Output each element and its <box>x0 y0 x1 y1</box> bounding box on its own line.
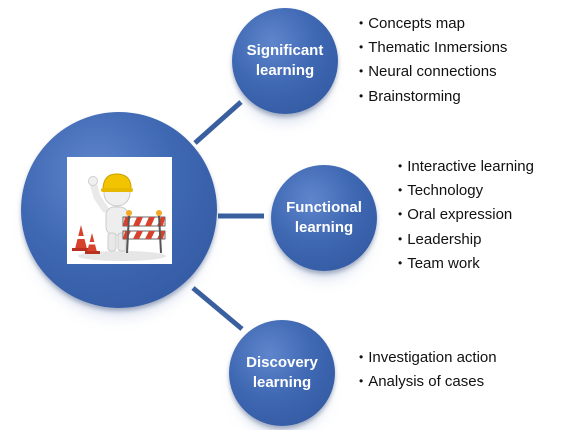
discovery-learning-list: Investigation action Analysis of cases <box>359 346 497 394</box>
node-label-line1: Significant <box>246 42 324 59</box>
list-item: Analysis of cases <box>359 370 497 394</box>
node-label-line1: Discovery <box>246 354 318 371</box>
node-label-line2: learning <box>255 62 315 79</box>
list-item: Technology <box>398 179 534 203</box>
node-discovery-learning: Discovery learning <box>229 320 335 426</box>
central-circle <box>21 112 217 308</box>
list-item: Thematic Inmersions <box>359 36 507 60</box>
node-label-line2: learning <box>294 219 354 236</box>
list-item: Investigation action <box>359 346 496 370</box>
functional-learning-list: Interactive learning Technology Oral exp… <box>398 155 534 276</box>
list-item: Interactive learning <box>398 155 534 179</box>
node-label-line1: Functional <box>286 199 362 216</box>
list-item: Oral expression <box>398 203 534 227</box>
list-item: Team work <box>398 252 534 276</box>
significant-learning-list: Concepts map Thematic Inmersions Neural … <box>359 12 507 109</box>
construction-worker-figure-icon <box>66 156 172 264</box>
list-item: Leadership <box>398 228 534 252</box>
node-significant-learning: Significant learning <box>232 8 338 114</box>
list-item: Neural connections <box>359 60 507 84</box>
connector-discovery <box>191 286 244 331</box>
connector-significant <box>193 100 243 145</box>
node-label-line2: learning <box>252 374 312 391</box>
list-item: Brainstorming <box>359 85 507 109</box>
list-item: Concepts map <box>359 12 507 36</box>
node-functional-learning: Functional learning <box>271 165 377 271</box>
